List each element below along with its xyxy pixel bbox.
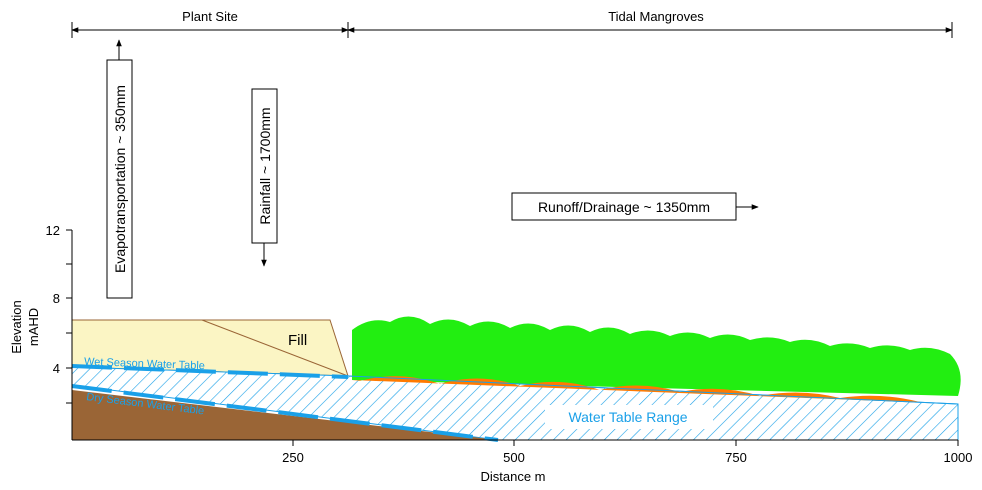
fill-slope-line [201, 319, 349, 377]
runoff-label: Runoff/Drainage ~ 1350mm [538, 199, 710, 215]
water-table-range-label: Water Table Range [568, 409, 687, 425]
evapotranspiration-label: Evapotransportation ~ 350mm [112, 85, 128, 273]
plant-site-label: Plant Site [182, 9, 238, 24]
plant-site-span: Plant Site [71, 9, 349, 38]
x-axis: 250 500 750 1000 Distance m [72, 439, 973, 484]
water-table-range-badge: Water Table Range [545, 405, 713, 429]
tidal-mangroves-span: Tidal Mangroves [347, 9, 953, 38]
rainfall-indicator: Rainfall ~ 1700mm [251, 88, 278, 267]
wet-season-label: Wet Season Water Table [84, 356, 205, 372]
runoff-indicator: Runoff/Drainage ~ 1350mm [511, 192, 759, 221]
tidal-mangroves-label: Tidal Mangroves [608, 9, 704, 24]
x-tick-500: 500 [503, 450, 525, 465]
x-tick-750: 750 [725, 450, 747, 465]
fill-label: Fill [288, 332, 307, 349]
evapotranspiration-indicator: Evapotransportation ~ 350mm [106, 39, 133, 299]
rainfall-label: Rainfall ~ 1700mm [257, 107, 273, 224]
y-tick-8: 8 [53, 291, 60, 306]
y-axis-label-line2: mAHD [26, 308, 41, 346]
mangrove-surface-line [347, 375, 959, 405]
dry-season-water-table-line [71, 384, 499, 442]
x-axis-label: Distance m [480, 469, 545, 484]
wet-season-water-table-line [71, 364, 349, 379]
x-tick-1000: 1000 [944, 450, 973, 465]
y-axis: 4 8 12 Elevation mAHD [9, 223, 73, 440]
y-tick-4: 4 [53, 361, 60, 376]
x-tick-250: 250 [282, 450, 304, 465]
y-axis-label-line1: Elevation [9, 300, 24, 353]
y-tick-12: 12 [46, 223, 60, 238]
